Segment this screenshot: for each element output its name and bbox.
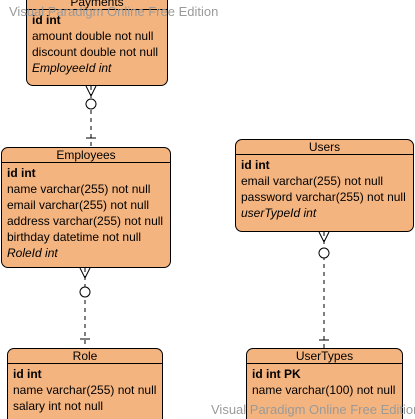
entity-attributes: id int name varchar(255) not null email … xyxy=(2,163,170,261)
entity-title: Payments xyxy=(27,0,167,10)
attribute-pk: id int xyxy=(32,13,61,27)
entity-title: UserTypes xyxy=(247,349,402,364)
attribute: name varchar(255) not null xyxy=(13,383,157,397)
entity-employees[interactable]: Employees id int name varchar(255) not n… xyxy=(1,147,171,268)
attribute-fk: RoleId int xyxy=(7,246,58,260)
entity-attributes: id int name varchar(255) not null salary… xyxy=(8,364,162,414)
entity-users[interactable]: Users id int email varchar(255) not null… xyxy=(235,139,414,232)
attribute-pk: id int xyxy=(7,166,36,180)
entity-attributes: id int PK name varchar(100) not null xyxy=(247,364,402,398)
attribute-pk: id int xyxy=(241,158,270,172)
entity-usertypes[interactable]: UserTypes id int PK name varchar(100) no… xyxy=(246,348,403,419)
entity-title: Users xyxy=(236,140,413,155)
watermark-bottom: Visual Paradigm Online Free Edition xyxy=(211,402,415,417)
attribute-pk: id int xyxy=(13,367,42,381)
attribute: password varchar(255) not null xyxy=(241,190,406,204)
attribute-fk: userTypeId int xyxy=(241,206,317,220)
entity-title: Role xyxy=(8,349,162,364)
attribute: discount double not null xyxy=(32,45,159,59)
attribute: name varchar(100) not null xyxy=(252,383,396,397)
attribute: name varchar(255) not null xyxy=(7,182,151,196)
crows-foot-icon xyxy=(318,231,330,244)
watermark-top: Visual Paradigm Online Free Edition xyxy=(9,4,219,19)
entity-payments[interactable]: Payments id int amount double not null d… xyxy=(26,0,168,86)
relationship-payments-employees[interactable] xyxy=(85,85,97,147)
zero-circle-icon xyxy=(79,286,91,298)
zero-circle-icon xyxy=(318,247,330,259)
entity-title: Employees xyxy=(2,148,170,163)
attribute: birthday datetime not null xyxy=(7,230,142,244)
zero-circle-icon xyxy=(85,98,97,110)
relationship-users-usertypes[interactable] xyxy=(318,231,330,348)
attribute: salary int not null xyxy=(13,399,104,413)
attribute-fk: EmployeeId int xyxy=(32,61,112,75)
entity-role[interactable]: Role id int name varchar(255) not null s… xyxy=(7,348,163,419)
attribute-pk: id int PK xyxy=(252,367,301,381)
attribute: amount double not null xyxy=(32,29,154,43)
relationship-employees-role[interactable] xyxy=(79,267,91,348)
entity-attributes: id int amount double not null discount d… xyxy=(27,10,167,76)
attribute: email varchar(255) not null xyxy=(241,174,384,188)
attribute: email varchar(255) not null xyxy=(7,198,150,212)
attribute: address varchar(255) not null xyxy=(7,214,164,228)
crows-foot-icon xyxy=(85,85,97,98)
crows-foot-icon xyxy=(79,267,91,280)
entity-attributes: id int email varchar(255) not null passw… xyxy=(236,155,413,221)
